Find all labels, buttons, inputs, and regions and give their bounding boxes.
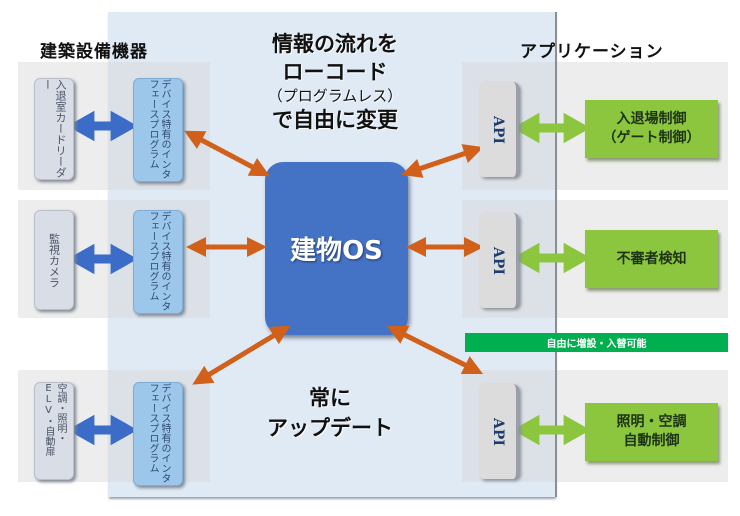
device-label: 入退室カードリーダー xyxy=(41,79,67,178)
api-label: API xyxy=(490,417,506,446)
center-top-line-3: （プログラムレス） xyxy=(267,87,403,105)
app-intruder-detection: 不審者検知 xyxy=(585,230,718,288)
device-label: 空調・照明・ELV・自動扉 xyxy=(43,383,66,456)
expandable-banner: 自由に増設・入替可能 xyxy=(465,333,728,352)
api-box-2: API xyxy=(480,213,519,308)
interface-program-1: デバイス特有のインタフェースプログラム xyxy=(133,78,183,182)
center-top-line-1: 情報の流れを xyxy=(272,32,398,56)
app-line: （ゲート制御） xyxy=(602,130,701,146)
os-api-arrow-3 xyxy=(386,325,484,375)
device-camera: 監視カメラ xyxy=(34,210,74,310)
device-hvac: 空調・照明・ELV・自動扉 xyxy=(34,382,74,480)
interface-label: デバイス特有のインタフェースプログラム xyxy=(147,211,170,311)
left-column-title: 建築設備機器 xyxy=(40,42,148,62)
app-gate-control: 入退場制御 （ゲート制御） xyxy=(585,100,718,158)
api-label: API xyxy=(490,115,506,144)
device-label: 監視カメラ xyxy=(47,232,61,288)
building-os-label: 建物OS xyxy=(290,236,383,266)
app-line: 入退場制御 xyxy=(616,111,687,127)
api-box-3: API xyxy=(480,384,519,479)
interface-os-arrow-3 xyxy=(192,325,291,385)
center-top-text: 情報の流れを ローコード （プログラムレス） で自由に変更 xyxy=(210,30,460,134)
center-bottom-line-1: 常に xyxy=(309,386,351,410)
api-label: API xyxy=(490,246,506,275)
interface-label: デバイス特有のインタフェースプログラム xyxy=(147,383,170,483)
interface-os-arrow-1 xyxy=(184,130,270,177)
expandable-banner-label: 自由に増設・入替可能 xyxy=(546,339,647,350)
right-column-title: アプリケーション xyxy=(520,42,664,62)
app-line: 自動制御 xyxy=(623,433,680,449)
os-api-arrow-1 xyxy=(401,144,484,178)
interface-program-2: デバイス特有のインタフェースプログラム xyxy=(133,210,183,314)
interface-label: デバイス特有のインタフェースプログラム xyxy=(147,79,170,179)
interface-program-3: デバイス特有のインタフェースプログラム xyxy=(133,382,183,486)
app-line: 照明・空調 xyxy=(616,414,687,430)
app-line: 不審者検知 xyxy=(616,250,687,267)
device-card-reader: 入退室カードリーダー xyxy=(34,78,74,180)
app-lighting-hvac-control: 照明・空調 自動制御 xyxy=(585,403,718,461)
center-top-line-4: で自由に変更 xyxy=(272,108,398,132)
center-bottom-line-2: アップデート xyxy=(267,416,393,440)
center-bottom-text: 常に アップデート xyxy=(230,383,430,443)
center-top-line-2: ローコード xyxy=(282,60,388,84)
building-os-box: 建物OS xyxy=(265,162,408,335)
api-box-1: API xyxy=(480,82,519,177)
